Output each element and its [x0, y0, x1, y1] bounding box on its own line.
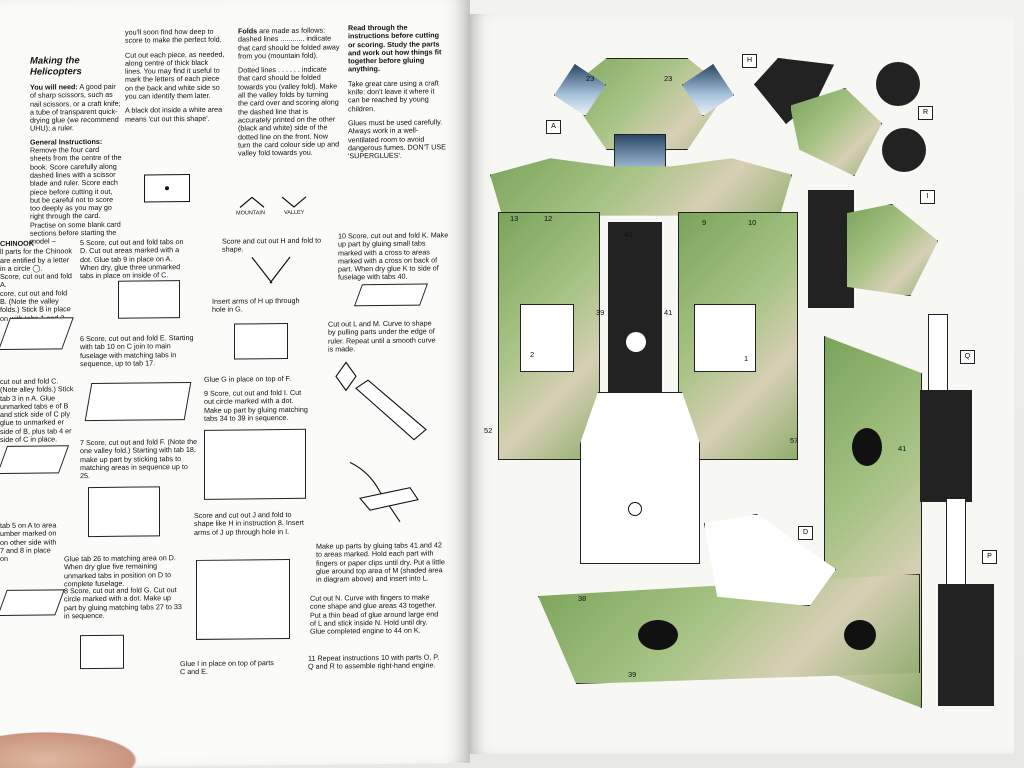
part-g-h-illustration: [234, 322, 288, 360]
part-q-stem: [928, 314, 948, 396]
hands-rolling-illustration: [349, 461, 419, 523]
part-i-green: [846, 204, 938, 296]
rotor-disc-2: [882, 128, 926, 172]
instructions-col4: Read through the instructions before cut…: [348, 22, 446, 161]
label-p: P: [982, 550, 997, 564]
mountain-label: MOUNTAIN: [236, 210, 265, 217]
instructions-page: Making the Helicopters You will need: A …: [0, 0, 470, 768]
spine-hole: [626, 332, 646, 352]
part-i-j-illustration: [196, 558, 290, 640]
part-d-illustration: [118, 280, 180, 319]
part-i-illustration: [204, 428, 306, 500]
engine-hole-1: [852, 428, 882, 466]
page-title: Making the Helicopters: [30, 55, 82, 78]
part-e-illustration: [84, 381, 192, 422]
label-i: I: [920, 190, 935, 204]
door-panel-left: [520, 304, 574, 372]
part-h-illustration: [251, 256, 291, 284]
part-b-illustration: [0, 317, 74, 351]
bottom-hole: [628, 502, 642, 516]
fuselage-bottom: [580, 392, 700, 564]
dot-icon: [165, 186, 169, 191]
rotor-disc-1: [876, 62, 920, 106]
instructions-col1: Making the Helicopters You will need: A …: [30, 55, 122, 247]
fold-diagram-icon: [239, 196, 307, 208]
part-d-hole-1: [638, 620, 678, 650]
part-c-illustration: [0, 445, 70, 475]
part-d-hole-2: [844, 620, 876, 650]
cut-out-example: [144, 174, 190, 203]
instructions-col3: Folds are made as follows: dashed lines …: [238, 25, 340, 158]
part-g-illustration: [80, 634, 124, 670]
door-panel-right: [694, 304, 756, 372]
part-p-stem: [946, 498, 966, 596]
part-f-illustration: [88, 486, 160, 538]
label-r: R: [918, 106, 933, 120]
part-k-illustration: [353, 283, 429, 307]
part-q: [920, 390, 972, 502]
engine-parts-illustration: [335, 361, 427, 441]
label-q: Q: [960, 350, 975, 364]
cutout-sheet: A 13 12 40 9 10 39 41 2 1 52 57 23 23 H …: [468, 14, 1014, 754]
hand: [0, 728, 150, 768]
label-h: H: [742, 54, 757, 68]
part-a-illustration: [0, 589, 65, 617]
part-d-flap: [704, 514, 836, 606]
label-a: A: [546, 120, 561, 134]
chinook-section: CHINOOK ll parts for the Chinook are ent…: [0, 239, 75, 323]
label-d: D: [798, 526, 813, 540]
instructions-col2: you'll soon find how deep to score to ma…: [125, 26, 225, 124]
part-a-bottom: [490, 158, 792, 216]
part-p: [938, 584, 994, 706]
fuselage-spine: [608, 222, 662, 394]
valley-label: VALLEY: [284, 209, 305, 217]
